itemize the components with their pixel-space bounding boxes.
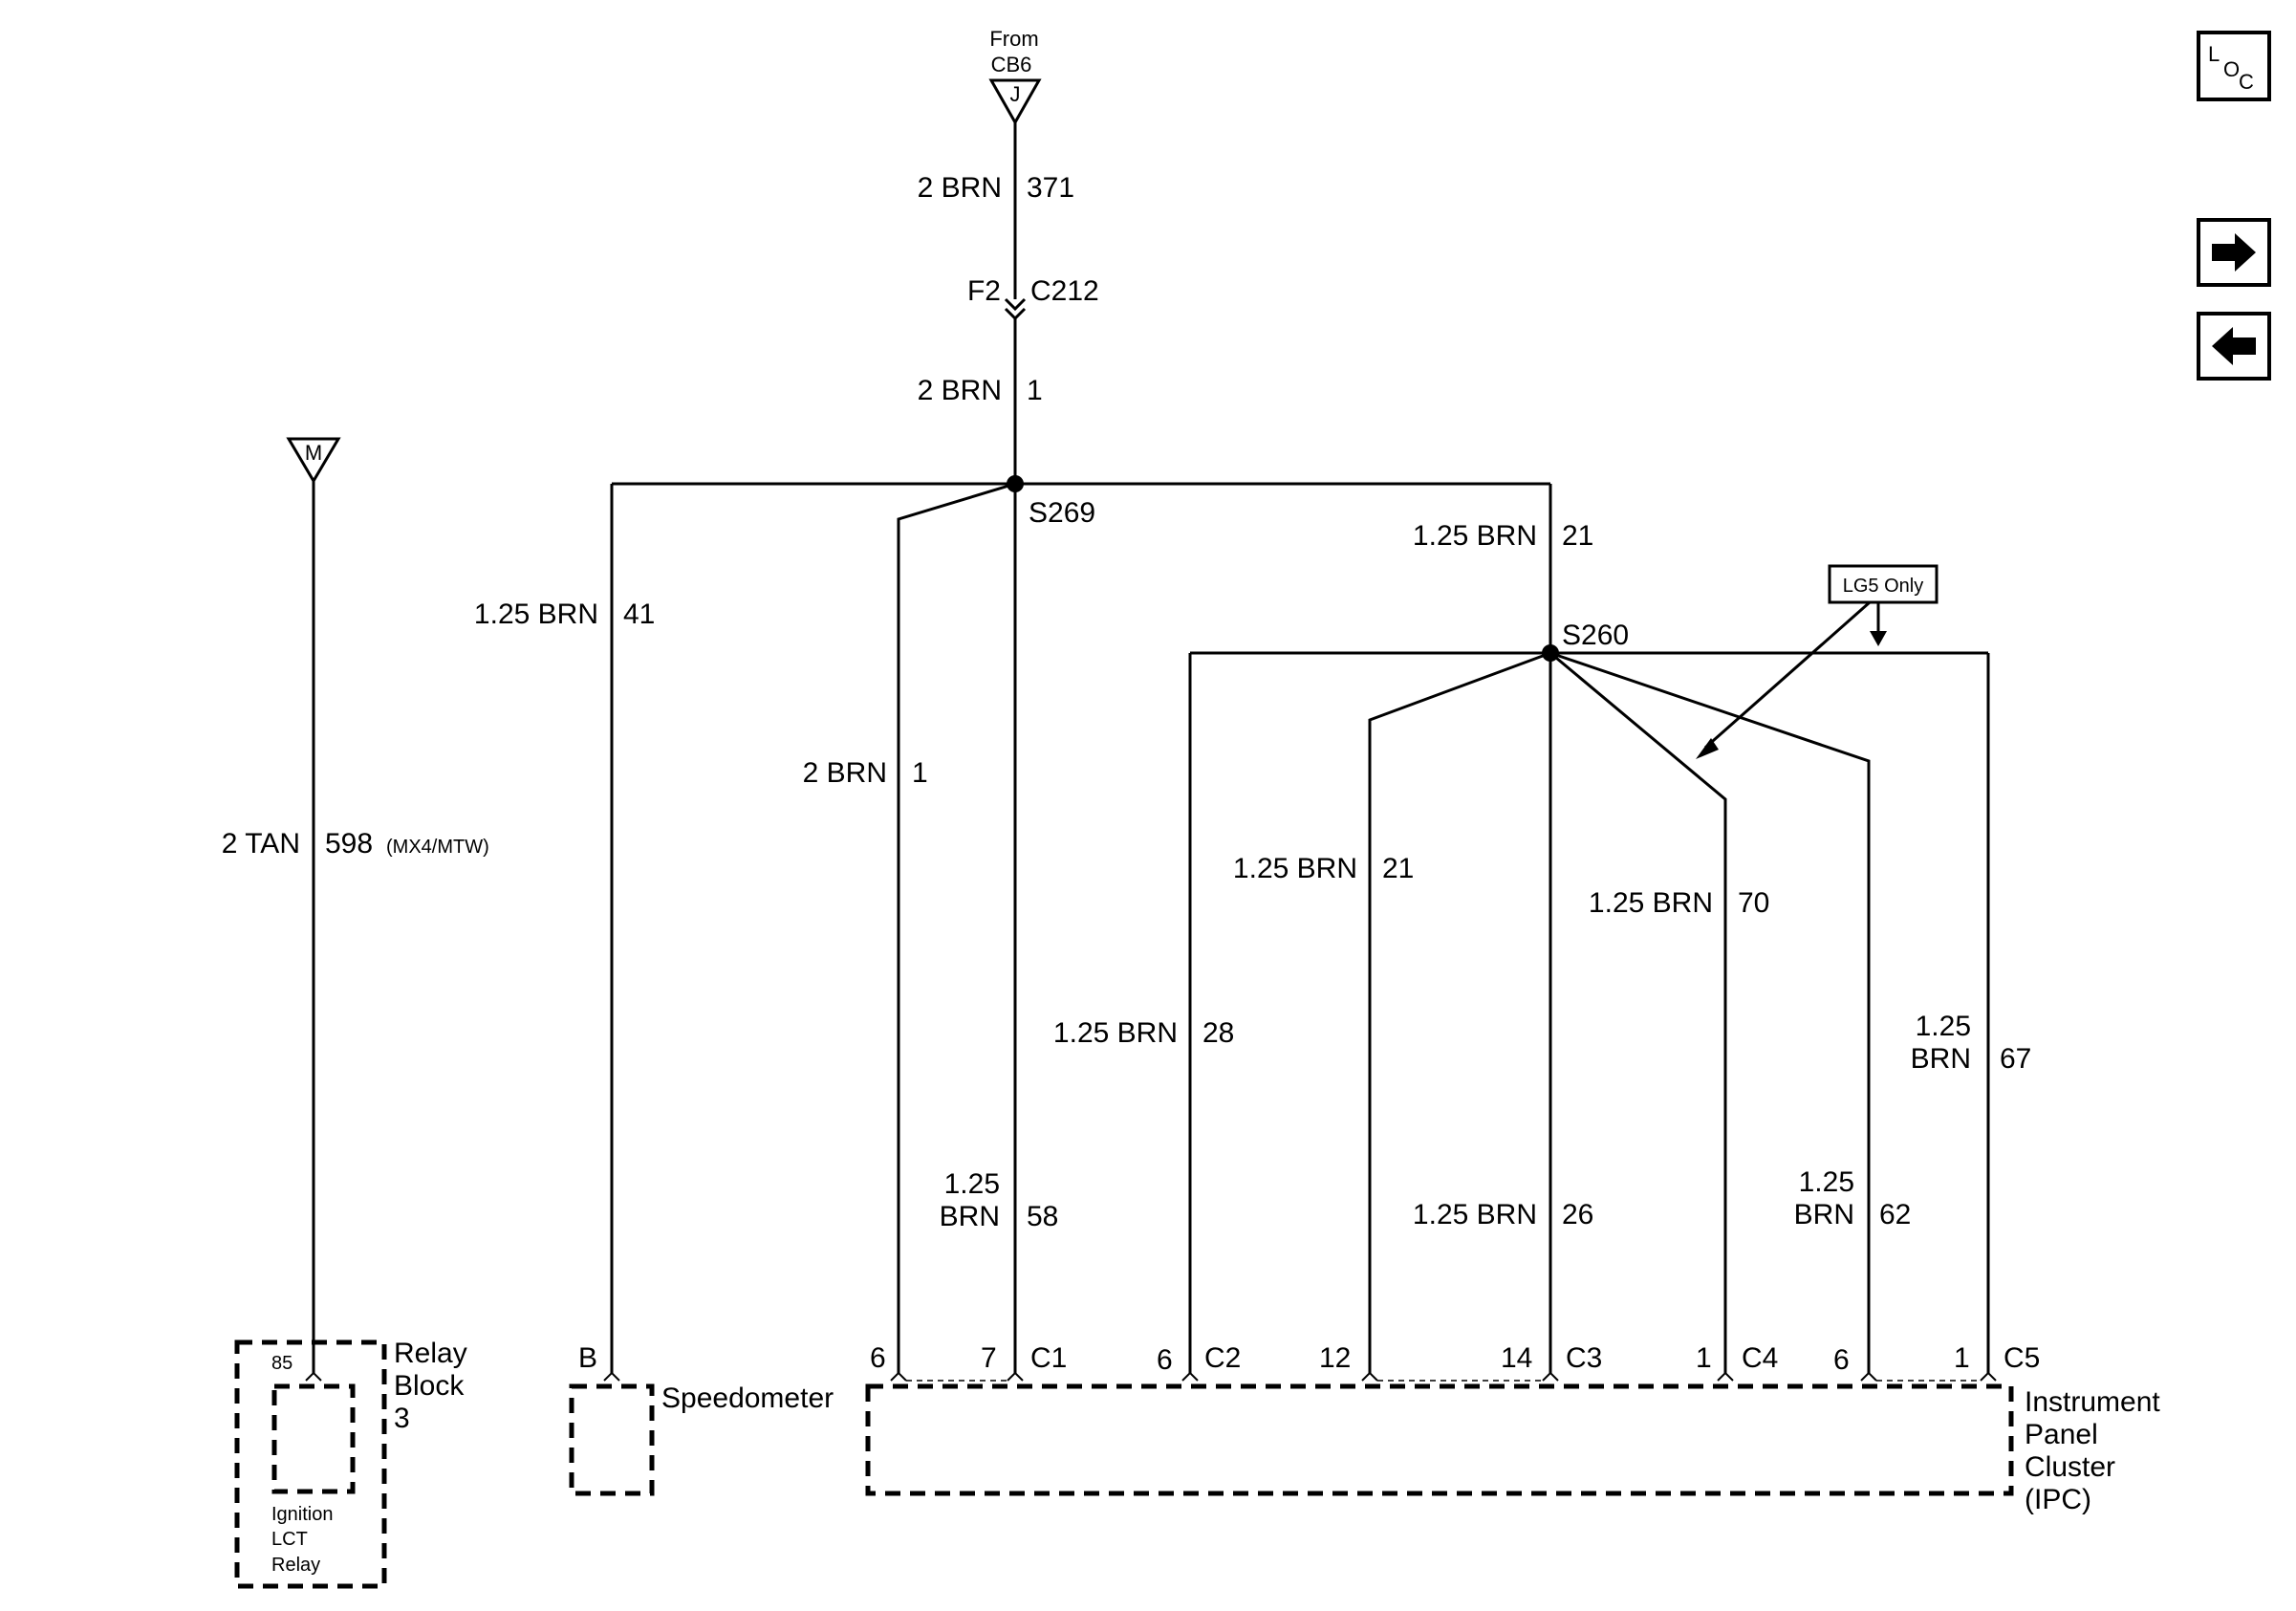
relay-inner-label-1: Ignition	[271, 1504, 334, 1525]
c5-pin-1: 1	[1954, 1342, 1970, 1374]
c3-pin-14: 14	[1501, 1342, 1532, 1374]
connector-c3-label: C3	[1566, 1342, 1602, 1374]
wire-21-to-s260-number: 21	[1562, 520, 1593, 552]
wire-58-number: 58	[1027, 1201, 1058, 1232]
wire-26-gauge: 1.25 BRN	[1413, 1199, 1537, 1230]
wire-28-number: 28	[1202, 1017, 1234, 1049]
from-source-label: CB6	[991, 53, 1032, 76]
wire-67-gauge-line2: BRN	[1911, 1043, 1971, 1075]
wire-28-gauge: 1.25 BRN	[1053, 1017, 1178, 1049]
wire-41-number: 41	[623, 599, 655, 630]
speedometer[interactable]: Speedometer	[569, 1382, 834, 1496]
wire-371-number: 371	[1027, 172, 1074, 204]
wire-598-gauge: 2 TAN	[222, 828, 300, 860]
wire-62-number: 62	[1879, 1199, 1911, 1230]
connector-c5-label: C5	[2004, 1342, 2040, 1374]
relay-block[interactable]: Relay Block 3 Ignition LCT Relay	[234, 1338, 467, 1589]
splice-s260-label: S260	[1562, 620, 1629, 651]
loc-button[interactable]: L O C	[2197, 31, 2271, 101]
wire-1-gauge: 2 BRN	[803, 757, 887, 789]
lg5-only-label: LG5 Only	[1843, 576, 1923, 597]
connector-c2-label: C2	[1204, 1342, 1241, 1374]
c3-pin-12: 12	[1319, 1342, 1351, 1374]
connector-j-letter: J	[1010, 82, 1021, 106]
wire-41-gauge: 1.25 BRN	[474, 599, 598, 630]
instrument-panel-cluster[interactable]: Instrument Panel Cluster (IPC)	[865, 1383, 2160, 1515]
forward-button[interactable]	[2197, 218, 2271, 287]
wire-1-number: 1	[912, 757, 928, 789]
speedometer-pin-b: B	[578, 1342, 597, 1374]
wire-21-gauge: 1.25 BRN	[1233, 853, 1357, 884]
ipc-label-1: Instrument	[2025, 1386, 2160, 1418]
c4-pin-1: 1	[1696, 1342, 1712, 1374]
wire-70	[1549, 651, 1727, 1374]
connector-j-icon[interactable]: J	[988, 78, 1042, 126]
lg5-only-badge: LG5 Only	[1828, 564, 1939, 604]
ipc-label-2: Panel	[2025, 1419, 2098, 1450]
relay-inner-label-2: LCT	[271, 1529, 308, 1550]
connector-c212-label: C212	[1030, 275, 1099, 307]
connector-c212-icon	[1004, 297, 1027, 321]
wire-1-trunk-gauge: 2 BRN	[918, 375, 1002, 406]
arrow-diagonal-icon	[1696, 738, 1719, 759]
loc-label-o: O	[2223, 57, 2240, 81]
connector-c212-cavity: F2	[967, 275, 1001, 307]
wire-67-gauge-line1: 1.25	[1916, 1011, 1971, 1042]
wire-21-to-s260-gauge: 1.25 BRN	[1413, 520, 1537, 552]
splice-s269-label: S269	[1029, 497, 1095, 529]
connector-m-icon[interactable]: M	[286, 437, 341, 484]
wire-1-trunk-number: 1	[1027, 375, 1043, 406]
wire-62-gauge-line1: 1.25	[1799, 1166, 1854, 1198]
connector-m-letter: M	[305, 441, 322, 465]
relay-block-label-3: 3	[394, 1403, 410, 1434]
wire-67-number: 67	[2000, 1043, 2031, 1075]
connector-c1-label: C1	[1030, 1342, 1067, 1374]
loc-label-l: L	[2208, 42, 2220, 66]
wire-62	[1549, 651, 1871, 1374]
c1-pin-6: 6	[870, 1342, 886, 1374]
wire-70-gauge: 1.25 BRN	[1589, 887, 1713, 919]
wire-598-option: (MX4/MTW)	[386, 837, 489, 858]
speedometer-label: Speedometer	[661, 1382, 834, 1414]
wire-62-gauge-line2: BRN	[1794, 1199, 1854, 1230]
wire-21-number: 21	[1382, 853, 1414, 884]
wire-371-gauge: 2 BRN	[918, 172, 1002, 204]
c1-pin-7: 7	[981, 1342, 997, 1374]
wire-70-number: 70	[1738, 887, 1769, 919]
wire-598-number: 598	[325, 828, 373, 860]
wire-58-gauge-line2: BRN	[940, 1201, 1000, 1232]
ipc-label-4: (IPC)	[2025, 1484, 2091, 1515]
connector-c4-label: C4	[1742, 1342, 1778, 1374]
arrow-left-icon	[2212, 327, 2256, 365]
from-label: From	[989, 27, 1038, 51]
ipc-label-3: Cluster	[2025, 1451, 2115, 1483]
arrow-down-icon	[1870, 631, 1887, 646]
wire-58-gauge-line1: 1.25	[944, 1168, 1000, 1200]
lg5-arrow-diagonal	[1704, 600, 1871, 750]
arrow-right-icon	[2212, 233, 2256, 272]
relay-block-label-1: Relay	[394, 1338, 467, 1369]
back-button[interactable]	[2197, 312, 2271, 381]
c2-pin-6: 6	[1157, 1344, 1173, 1376]
relay-block-label-2: Block	[394, 1370, 465, 1402]
wire-1	[897, 482, 1016, 1374]
pin-terminals	[305, 1371, 1997, 1382]
wire-26-number: 26	[1562, 1199, 1593, 1230]
relay-inner-label-3: Relay	[271, 1555, 320, 1576]
loc-label-c: C	[2239, 70, 2254, 94]
wire-21	[1368, 651, 1551, 1374]
relay-pin-85: 85	[271, 1353, 292, 1374]
c5-pin-6: 6	[1833, 1344, 1850, 1376]
